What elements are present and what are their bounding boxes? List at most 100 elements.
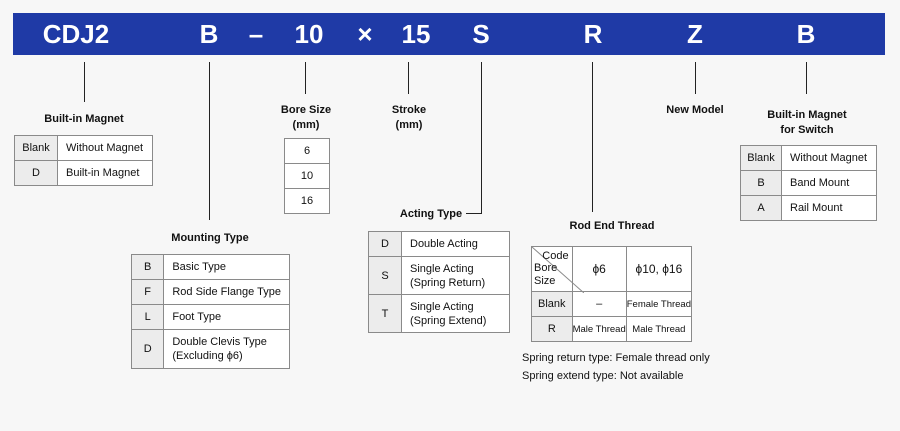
code-times: × xyxy=(357,19,373,49)
acting-type-title: Acting Type xyxy=(399,208,463,220)
option-value-line2: (Spring Return) xyxy=(410,276,486,289)
option-value: Without Magnet xyxy=(781,145,877,171)
leader-acting xyxy=(481,62,482,213)
option-value: Rod Side Flange Type xyxy=(163,279,290,305)
table-row: 16 xyxy=(284,188,330,214)
table-row: Blank Without Magnet xyxy=(740,145,877,171)
magnet-switch-title: Built-in Magnet for Switch xyxy=(767,108,846,138)
stroke-unit: (mm) xyxy=(395,119,423,131)
table-row: A Rail Mount xyxy=(740,195,877,221)
table-row: 6 xyxy=(284,138,330,164)
leader-bore xyxy=(305,62,306,94)
bore-value: 10 xyxy=(284,163,330,189)
corner-bore-label: Bore Size xyxy=(534,262,557,288)
option-value: Rail Mount xyxy=(781,195,877,221)
corner-header-cell: Code Bore Size xyxy=(531,246,584,293)
stroke-label: Stroke xyxy=(391,104,427,116)
magnet-switch-table: Blank Without Magnet B Band Mount A Rail… xyxy=(740,145,877,221)
built-in-magnet-title: Built-in Magnet xyxy=(44,113,124,125)
column-header: ϕ6 xyxy=(571,246,627,292)
code-dash: – xyxy=(248,19,264,49)
bore-value: 16 xyxy=(284,188,330,214)
bore-size-title: Bore Size (mm) xyxy=(281,103,331,133)
rod-end-note-1: Spring return type: Female thread only xyxy=(522,352,710,364)
option-key: Blank xyxy=(14,135,58,161)
option-value: Foot Type xyxy=(163,304,290,330)
option-key: D xyxy=(14,160,58,186)
option-value-line1: Single Acting xyxy=(410,262,474,275)
option-key: A xyxy=(740,195,782,221)
bore-size-unit: (mm) xyxy=(292,119,320,131)
stroke-title: Stroke (mm) xyxy=(392,103,426,133)
code-stroke: 15 xyxy=(401,19,431,49)
rod-end-thread-table: Code Bore Size ϕ6 ϕ10, ϕ16 Blank – Femal… xyxy=(531,246,693,342)
bore-value: 6 xyxy=(284,138,330,164)
code-bore: 10 xyxy=(294,19,324,49)
table-row: Blank Without Magnet xyxy=(14,135,153,161)
model-code-banner: CDJ2 B – 10 × 15 S R Z B xyxy=(13,13,885,55)
leader-series xyxy=(84,62,85,102)
option-value-line2: (Excluding ϕ6) xyxy=(172,350,243,362)
table-row: T Single Acting (Spring Extend) xyxy=(368,294,510,333)
code-mounting: B xyxy=(199,19,219,49)
option-key: R xyxy=(531,316,573,342)
option-key: D xyxy=(368,231,402,257)
diagonal-divider xyxy=(532,247,584,293)
built-in-magnet-table: Blank Without Magnet D Built-in Magnet xyxy=(14,135,153,186)
rod-end-note-2: Spring extend type: Not available xyxy=(522,370,684,382)
corner-code-label: Code xyxy=(542,250,569,262)
table-row: L Foot Type xyxy=(130,304,290,330)
corner-bore-line1: Bore xyxy=(534,262,558,274)
mounting-type-title: Mounting Type xyxy=(171,232,249,244)
option-value-line1: Single Acting xyxy=(410,300,474,313)
option-key: D xyxy=(130,329,165,369)
table-row: R Male Thread Male Thread xyxy=(531,316,693,342)
option-key: L xyxy=(130,304,165,330)
option-key: B xyxy=(740,170,782,196)
option-value: Without Magnet xyxy=(57,135,153,161)
table-row: B Basic Type xyxy=(130,254,290,280)
table-row: B Band Mount xyxy=(740,170,877,196)
leader-acting-tick xyxy=(466,213,482,214)
table-row: D Double Acting xyxy=(368,231,510,257)
option-key: S xyxy=(368,256,402,295)
table-row: Blank – Female Thread xyxy=(531,291,693,317)
option-key: F xyxy=(130,279,165,305)
magnet-switch-title-line1: Built-in Magnet xyxy=(767,109,847,121)
acting-type-table: D Double Acting S Single Acting (Spring … xyxy=(368,231,510,333)
leader-stroke xyxy=(408,62,409,94)
leader-new-model xyxy=(695,62,696,94)
table-row: D Built-in Magnet xyxy=(14,160,153,186)
magnet-switch-title-line2: for Switch xyxy=(780,124,834,136)
option-value: Band Mount xyxy=(781,170,877,196)
thread-cell: – xyxy=(571,291,627,317)
rod-end-thread-title: Rod End Thread xyxy=(569,220,655,232)
option-value: Double Acting xyxy=(401,231,510,257)
option-value: Single Acting (Spring Return) xyxy=(401,256,510,295)
option-value-line1: Double Clevis Type xyxy=(172,336,267,348)
option-key: B xyxy=(130,254,165,280)
option-value-line2: (Spring Extend) xyxy=(410,314,487,327)
thread-cell: Male Thread xyxy=(625,316,693,342)
leader-magnet-switch xyxy=(806,62,807,94)
option-value: Double Clevis Type (Excluding ϕ6) xyxy=(163,329,290,369)
thread-cell: Male Thread xyxy=(571,316,627,342)
column-header: ϕ10, ϕ16 xyxy=(625,246,693,292)
leader-mounting xyxy=(209,62,210,220)
leader-rod-end xyxy=(592,62,593,212)
table-row: D Double Clevis Type (Excluding ϕ6) xyxy=(130,329,290,369)
corner-bore-line2: Size xyxy=(534,275,556,287)
bore-size-label: Bore Size xyxy=(280,104,332,116)
thread-cell: Female Thread xyxy=(625,291,693,317)
code-series: CDJ2 xyxy=(42,19,110,49)
mounting-type-table: B Basic Type F Rod Side Flange Type L Fo… xyxy=(130,254,290,369)
option-key: Blank xyxy=(531,291,573,317)
code-new-model: Z xyxy=(687,19,703,49)
table-row: F Rod Side Flange Type xyxy=(130,279,290,305)
table-row: 10 xyxy=(284,163,330,189)
code-magnet-switch: B xyxy=(796,19,816,49)
option-value: Basic Type xyxy=(163,254,290,280)
option-key: Blank xyxy=(740,145,782,171)
option-value: Single Acting (Spring Extend) xyxy=(401,294,510,333)
bore-size-table: 6 10 16 xyxy=(284,138,330,214)
